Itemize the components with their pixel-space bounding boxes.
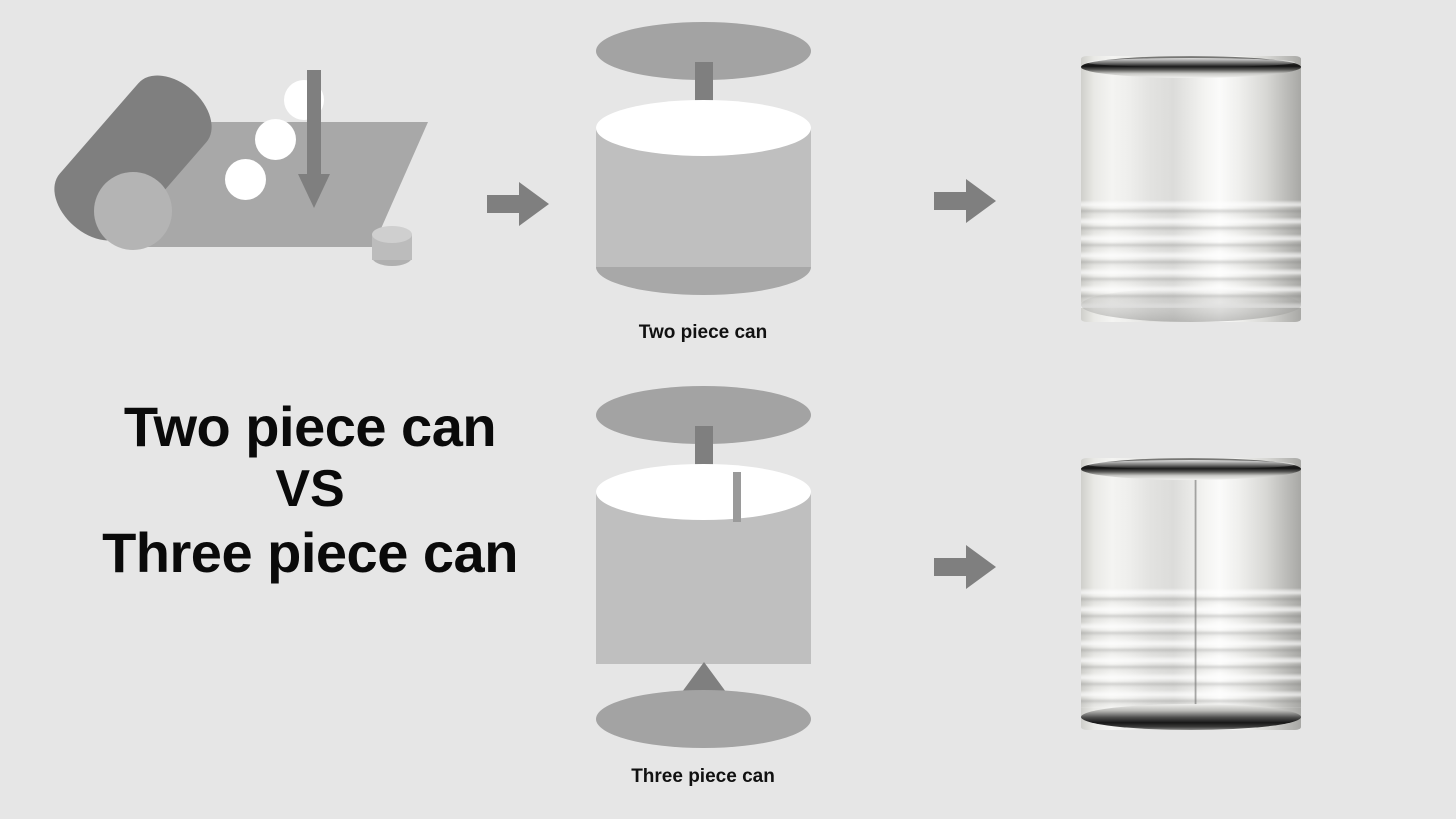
can-bottom-rim bbox=[1081, 704, 1301, 730]
can-body bbox=[1081, 458, 1301, 730]
three-piece-exploded-diagram bbox=[588, 378, 818, 748]
cylinder-open-top-ellipse bbox=[596, 100, 811, 156]
blank-disc-icon-2 bbox=[255, 119, 296, 160]
caption-two-piece: Two piece can bbox=[638, 322, 768, 343]
page-title: Two piece can VS Three piece can bbox=[60, 398, 560, 581]
can-top-rim-highlight bbox=[1087, 460, 1295, 469]
cylinder-side-wall bbox=[596, 492, 811, 664]
finished-three-piece-can bbox=[1081, 458, 1301, 730]
headline-line-2: VS bbox=[275, 460, 345, 519]
drawn-cup-top bbox=[372, 226, 412, 243]
steel-coil-end-cap-icon bbox=[94, 172, 172, 250]
can-side-seam bbox=[733, 472, 741, 522]
can-ribs bbox=[1081, 588, 1301, 708]
two-piece-exploded-diagram bbox=[588, 10, 818, 310]
can-top-rim-highlight bbox=[1087, 58, 1295, 67]
headline-line-3: Three piece can bbox=[102, 521, 518, 585]
can-top-rim bbox=[1081, 56, 1301, 78]
cylinder-body-with-seam-icon bbox=[596, 464, 811, 664]
stage-arrow-3 bbox=[934, 545, 996, 589]
can-ribs bbox=[1081, 200, 1301, 308]
can-side-seam bbox=[1194, 472, 1197, 716]
finished-two-piece-can bbox=[1081, 56, 1301, 322]
can-body bbox=[1081, 56, 1301, 322]
can-base-shadow bbox=[1081, 288, 1301, 322]
stage-arrow-1 bbox=[487, 182, 549, 226]
stage-arrow-2 bbox=[934, 179, 996, 223]
drawn-cup-icon bbox=[372, 226, 412, 266]
headline-line-1: Two piece can bbox=[123, 395, 497, 458]
steel-coil-illustration bbox=[39, 60, 460, 290]
can-top-rim bbox=[1081, 458, 1301, 480]
caption-three-piece: Three piece can bbox=[631, 766, 775, 787]
base-disc-icon bbox=[596, 690, 811, 748]
cylinder-body-icon bbox=[596, 100, 811, 295]
cylinder-open-top-ellipse bbox=[596, 464, 811, 520]
blank-disc-icon-3 bbox=[225, 159, 266, 200]
press-down-arrow-icon bbox=[298, 70, 330, 208]
